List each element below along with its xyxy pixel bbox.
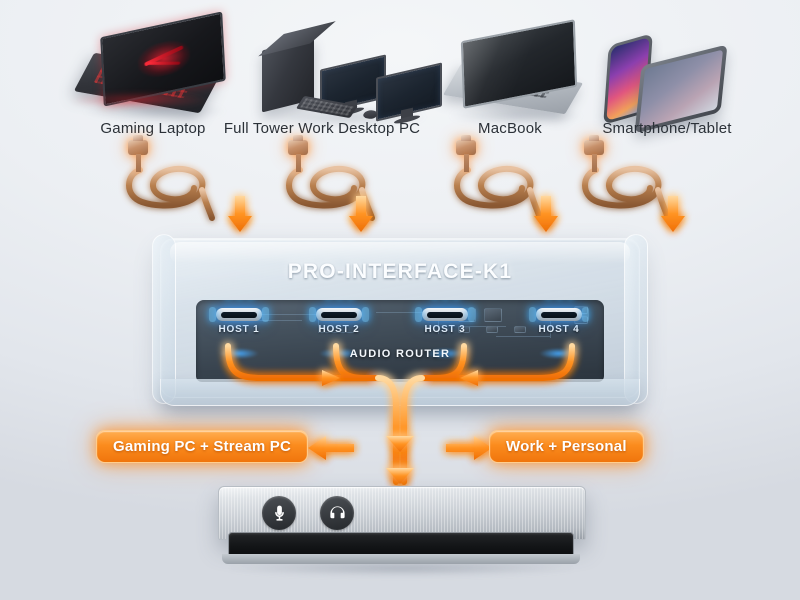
port-host-2[interactable]: HOST 2 — [302, 307, 376, 359]
port-label-host-1: HOST 1 — [218, 324, 260, 335]
usb-c-port-icon[interactable] — [309, 307, 369, 322]
pcb-trace — [438, 312, 439, 334]
audio-bar-shadow — [224, 560, 578, 576]
port-glow-left — [415, 307, 422, 322]
port-glow-right — [468, 307, 475, 322]
label-gaming-laptop: Gaming Laptop — [100, 120, 206, 137]
hub-circuit-board: HOST 1 HOST 2 — [196, 300, 604, 382]
pcb-trace — [318, 314, 319, 332]
microphone-icon[interactable] — [262, 496, 296, 530]
label-work-desktop: Full Tower Work Desktop PC — [223, 120, 421, 137]
pro-interface-hub[interactable]: PRO-INTERFACE-K1 — [152, 234, 648, 406]
pcb-trace — [376, 312, 438, 313]
usb-c-stem-2 — [296, 154, 301, 172]
port-glow-left — [529, 307, 536, 322]
hub-top-highlight — [170, 242, 630, 264]
pcb-chip — [486, 326, 498, 333]
device-macbook — [442, 19, 586, 126]
usb-c-port-icon[interactable] — [415, 307, 475, 322]
port-glow-right — [582, 307, 589, 322]
hub-right-panel — [624, 234, 648, 404]
port-glow-left — [309, 307, 316, 322]
callout-gaming-stream[interactable]: Gaming PC + Stream PC — [96, 430, 309, 463]
cable-down-arrows — [228, 196, 685, 232]
port-glow-right — [362, 307, 369, 322]
gaming-laptop-logo-icon — [137, 36, 191, 82]
port-host-4[interactable]: HOST 4 — [522, 307, 596, 359]
pcb-trace — [318, 332, 354, 333]
cable-coils — [126, 161, 671, 221]
audio-bar-base — [222, 554, 580, 564]
device-work-desktop — [252, 21, 442, 128]
pcb-chip — [458, 326, 470, 333]
port-label-host-3: HOST 3 — [424, 324, 466, 335]
pcb-chip — [514, 326, 526, 333]
usb-c-stem-3 — [464, 154, 469, 172]
callout-work-personal[interactable]: Work + Personal — [489, 430, 644, 463]
hub-title: PRO-INTERFACE-K1 — [287, 260, 513, 283]
port-host-1[interactable]: HOST 1 — [202, 307, 276, 359]
usb-c-port-icon[interactable] — [529, 307, 589, 322]
port-label-host-2: HOST 2 — [318, 324, 360, 335]
headphone-icon[interactable] — [320, 496, 354, 530]
pcb-trace — [496, 336, 550, 337]
usb-c-connector-4 — [584, 135, 604, 155]
label-macbook: MacBook — [478, 120, 542, 137]
pcb-trace — [248, 320, 302, 321]
port-label-host-4: HOST 4 — [538, 324, 580, 335]
usb-c-port-icon[interactable] — [209, 307, 269, 322]
device-gaming-laptop — [70, 11, 228, 122]
pcb-trace — [458, 326, 506, 327]
callout-arrows — [308, 436, 492, 460]
hub-front-lip — [160, 379, 640, 406]
port-glow-right — [262, 307, 269, 322]
device-smartphone-tablet — [600, 33, 736, 134]
label-smartphone-tablet: Smartphone/Tablet — [602, 120, 732, 137]
audio-interface-bar[interactable] — [218, 486, 586, 576]
tower-top-face — [258, 21, 336, 57]
usb-c-stem-1 — [136, 154, 141, 172]
pcb-chip — [484, 308, 502, 322]
hub-left-panel — [152, 234, 176, 404]
gaming-laptop-rgb-glow — [70, 92, 210, 108]
usb-c-connector-2 — [288, 135, 308, 155]
port-host-3[interactable]: HOST 3 — [408, 307, 482, 359]
audio-router-label: AUDIO ROUTER — [349, 348, 451, 360]
usb-c-connector-3 — [456, 135, 476, 155]
pcb-trace — [248, 314, 318, 315]
usb-c-connector-1 — [128, 135, 148, 155]
port-glow-left — [209, 307, 216, 322]
audio-bar-grille — [228, 532, 574, 558]
pcb-trace — [550, 314, 551, 338]
usb-c-stem-4 — [592, 154, 597, 172]
